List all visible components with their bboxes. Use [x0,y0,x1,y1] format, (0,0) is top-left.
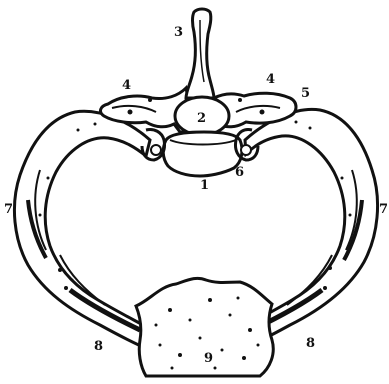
label-spinal-canal: 2 [197,111,206,126]
left-rib [14,111,152,350]
label-sternum: 9 [204,351,213,366]
label-rib-angle-right: 7 [379,202,388,217]
label-costal-cartilage-left: 8 [94,339,103,354]
vertebral-body [163,132,242,176]
label-rib-neck-right: 6 [235,165,244,180]
label-vertebral-spine: 3 [174,25,183,40]
label-vertebral-body: 1 [200,178,209,193]
label-costal-cartilage-right: 8 [306,336,315,351]
label-transverse-process-left: 4 [122,78,131,93]
label-transverse-process-right: 4 [266,72,275,87]
label-rib-head-right: 5 [301,86,310,101]
label-rib-angle-left: 7 [4,202,13,217]
